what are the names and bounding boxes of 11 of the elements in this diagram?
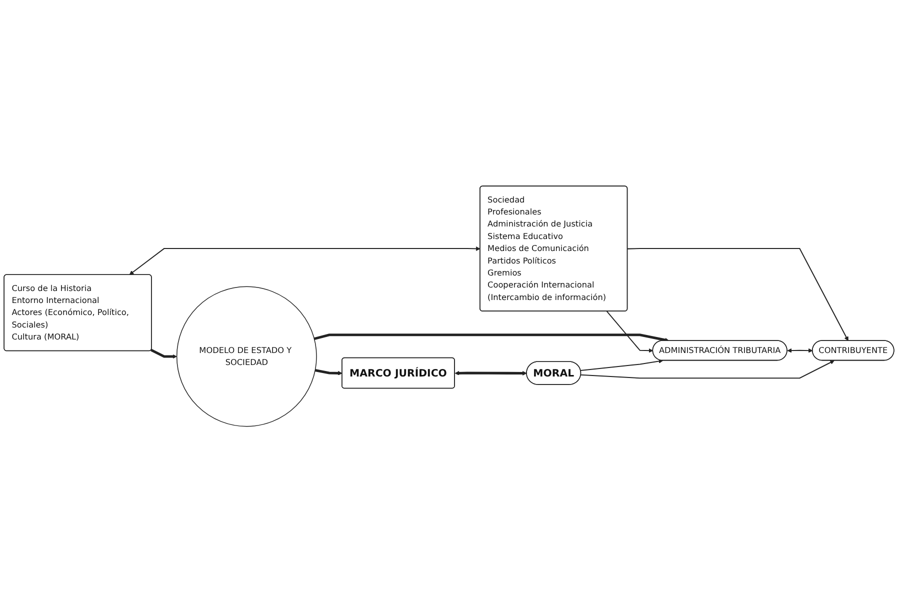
arrow bbox=[606, 310, 654, 353]
node-circle: MODELO DE ESTADO Y SOCIEDAD bbox=[176, 286, 317, 427]
arrow bbox=[580, 360, 834, 378]
arrow bbox=[314, 333, 670, 342]
arrow bbox=[580, 358, 664, 371]
arrow bbox=[129, 246, 480, 275]
arrow bbox=[314, 368, 342, 376]
arrow bbox=[787, 348, 813, 353]
arrow bbox=[628, 248, 848, 341]
arrow bbox=[150, 348, 178, 359]
arrow bbox=[454, 370, 527, 376]
